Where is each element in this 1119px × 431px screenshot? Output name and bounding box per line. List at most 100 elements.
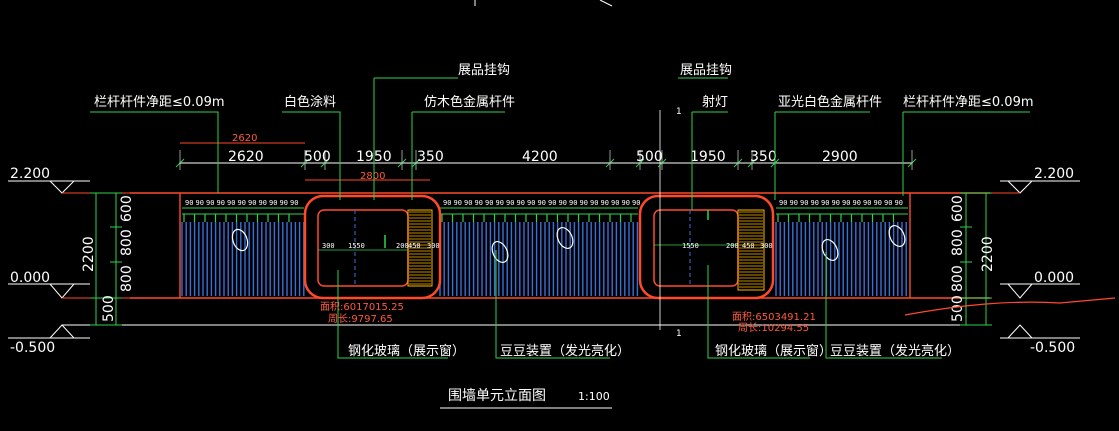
rail-spacing-tick-label: 90	[632, 199, 640, 207]
rail-spacing-tick-label: 90	[842, 199, 850, 207]
rail-spacing-tick-label: 90	[227, 199, 235, 207]
rail-spacing-tick-label: 90	[559, 199, 567, 207]
dim-small-top: 2620	[232, 133, 257, 144]
inner-dim-450b: 450	[742, 242, 755, 250]
inner-dim-1550b: 1550	[682, 242, 699, 250]
rail-spacing-tick-label: 90	[622, 199, 630, 207]
rail-spacing-tick-label: 90	[779, 199, 787, 207]
vdim-total-right: 2200	[980, 236, 996, 272]
rail-spacing-tick-label: 90	[590, 199, 598, 207]
rail-spacing-tick-label: 90	[475, 199, 483, 207]
vdim-right-3: 800	[950, 265, 966, 292]
level-zero-left: 0.000	[10, 270, 50, 286]
inner-dim-300c: 300	[760, 242, 773, 250]
rail-spacing-tick-label: 90	[517, 199, 525, 207]
area-left: 面积:6017015.25	[320, 301, 404, 313]
hatch-right	[739, 211, 763, 288]
dim-top-8: 350	[750, 149, 777, 165]
rail-spacing-tick-label: 90	[464, 199, 472, 207]
rail-spacing-tick-label: 90	[601, 199, 609, 207]
label-tempered-glass-left: 钢化玻璃（展示窗）	[348, 343, 465, 359]
rail-spacing-tick-label: 90	[895, 199, 903, 207]
rail-spacing-tick-label: 90	[821, 199, 829, 207]
rail-spacing-tick-label: 90	[496, 199, 504, 207]
inner-dim-300a: 300	[322, 242, 335, 250]
drawing-title: 围墙单元立面图	[448, 388, 546, 404]
display-window-right	[638, 110, 775, 330]
dim-top-9: 2900	[822, 149, 858, 165]
callout-leaders	[90, 77, 1030, 359]
bean-icon	[556, 227, 574, 249]
rail-spacing-tick-label: 90	[569, 199, 577, 207]
label-tempered-glass-right: 钢化玻璃（展示窗）	[715, 343, 832, 359]
inner-dim-450a: 450	[408, 242, 421, 250]
vdim-left-3: 800	[119, 265, 135, 292]
level-top-left: 2.200	[10, 166, 50, 182]
rail-spacing-tick-label: 90	[874, 199, 882, 207]
dim-top-5: 4200	[522, 149, 558, 165]
display-window-left	[303, 194, 442, 300]
dim-top-2: 500	[304, 149, 331, 165]
hatch-left	[409, 211, 431, 285]
label-display-hook-left: 展品挂钩	[458, 63, 510, 78]
dim-top-6: 500	[636, 149, 663, 165]
area-right: 面积:6503491.21	[732, 311, 816, 323]
label-matte-white-rail: 亚光白色金属杆件	[778, 94, 882, 110]
rail-spacing-tick-label: 90	[832, 199, 840, 207]
rail-spacing-tick-label: 90	[800, 199, 808, 207]
top-dimension-line	[180, 142, 912, 181]
vdim-left-1: 600	[119, 195, 135, 222]
level-zero-right: 0.000	[1034, 270, 1074, 286]
rail-spacing-tick-label: 90	[853, 199, 861, 207]
bean-devices	[231, 225, 906, 263]
dim-opening: 2800	[360, 171, 385, 182]
level-top-right: 2.200	[1034, 166, 1074, 182]
drawing-scale: 1:100	[578, 390, 610, 403]
wall-outline	[130, 192, 990, 326]
label-wood-rail: 仿木色金属杆件	[424, 94, 515, 110]
inner-dim-200b: 200	[726, 242, 739, 250]
dim-top-4: 350	[417, 149, 444, 165]
dim-top-7: 1950	[690, 149, 726, 165]
sketch-curve	[904, 297, 1116, 316]
label-rail-spacing-right: 栏杆杆件净距≤0.09m	[903, 95, 1034, 110]
top-mark	[599, 0, 613, 7]
rail-spacing-tick-label: 90	[580, 199, 588, 207]
rail-spacing-tick-label: 90	[611, 199, 619, 207]
rail-spacing-tick-label: 90	[506, 199, 514, 207]
vertical-dims-right	[960, 192, 992, 326]
vdim-right-1: 600	[950, 195, 966, 222]
inner-dim-1550a: 1550	[348, 242, 365, 250]
rail-spacing-tick-label: 90	[269, 199, 277, 207]
vdim-left-4: 500	[101, 295, 117, 322]
label-display-hook-right: 展品挂钩	[680, 63, 732, 78]
rail-spacing-tick-label: 90	[863, 199, 871, 207]
bean-icon	[821, 239, 839, 261]
rail-spacing-tick-label: 90	[527, 199, 535, 207]
rail-spacing-tick-label: 90	[443, 199, 451, 207]
rail-pattern	[181, 222, 907, 296]
rail-spacing-tick-label: 90	[811, 199, 819, 207]
vdim-total-left: 2200	[81, 236, 97, 272]
label-bean-device-left: 豆豆装置（发光亮化）	[500, 343, 630, 359]
rail-spacing-tick-label: 90	[290, 199, 298, 207]
rail-spacing-tick-label: 90	[280, 199, 288, 207]
rail-spacing-tick-label: 90	[548, 199, 556, 207]
vdim-left-2: 800	[119, 229, 135, 256]
bean-icon	[888, 225, 906, 247]
label-rail-spacing-left: 栏杆杆件净距≤0.09m	[94, 95, 225, 110]
rail-spacing-tick-label: 90	[248, 199, 256, 207]
section-marker-bottom: 1	[676, 329, 682, 339]
label-spotlight: 射灯	[702, 94, 728, 110]
rail-spacing-tick-label: 90	[259, 199, 267, 207]
bean-icon	[231, 228, 249, 252]
inner-dim-300b: 300	[427, 242, 440, 250]
inner-dim-200a: 200	[396, 242, 409, 250]
perimeter-left: 周长:9797.65	[328, 313, 393, 325]
perimeter-right: 周长:10294.55	[738, 322, 809, 334]
vdim-right-2: 800	[950, 229, 966, 256]
dimension-ticks	[175, 150, 917, 170]
